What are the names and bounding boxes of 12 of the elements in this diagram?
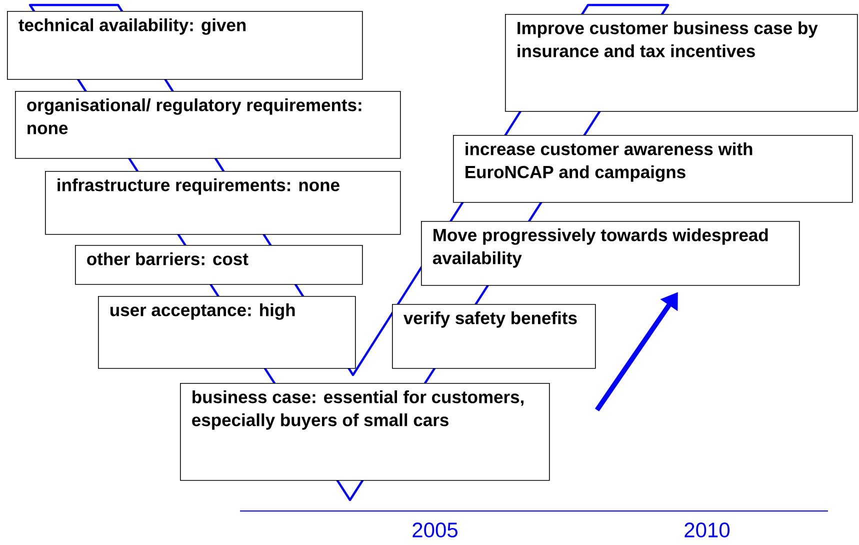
year-label: 2005 bbox=[412, 522, 458, 538]
text-box: business case: essential for customers, especially buyers of small cars bbox=[180, 383, 550, 481]
text-box: other barriers: cost bbox=[75, 244, 363, 285]
text-box: Improve customer business case by insurance and tax incentives bbox=[505, 14, 858, 112]
text-box: increase customer awareness with EuroNCAP and campaigns bbox=[453, 135, 853, 203]
text-box: verify safety benefits bbox=[392, 304, 596, 369]
text-box: organisational/ regulatory requirements: none bbox=[15, 91, 401, 159]
text-box: Move progressively towards widespread availability bbox=[421, 221, 800, 286]
text-box: infrastructure requirements: none bbox=[45, 171, 401, 235]
year-label: 2010 bbox=[684, 522, 730, 538]
text-box: user acceptance: high bbox=[98, 296, 356, 369]
text-box: technical availability: given bbox=[7, 11, 363, 80]
